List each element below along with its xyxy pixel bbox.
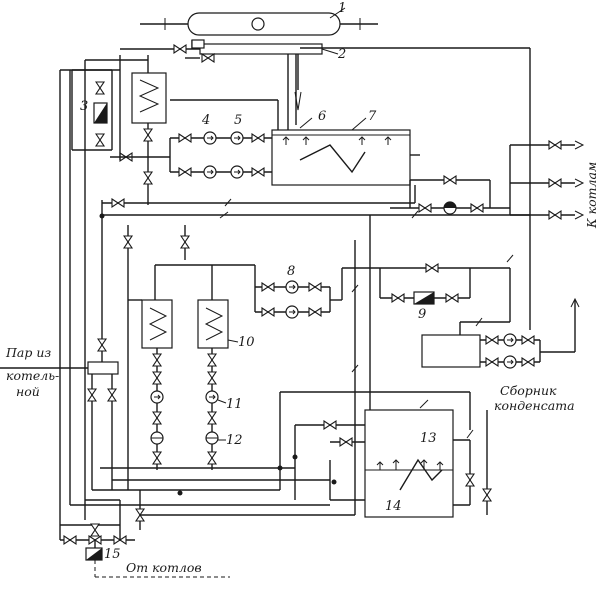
condensate-collector	[421, 268, 580, 369]
header-2	[120, 39, 339, 63]
heaters-10	[123, 225, 255, 490]
heater-7	[271, 54, 420, 186]
break-marks	[224, 198, 514, 263]
label-2: 2	[337, 47, 346, 62]
label-9: 9	[418, 307, 426, 322]
label-sbornik-2: конденсата	[494, 398, 575, 413]
label-3: 3	[80, 99, 88, 114]
label-12: 12	[226, 433, 243, 448]
label-par-1: Пар из	[5, 345, 51, 360]
label-8: 8	[287, 264, 295, 279]
element-3	[71, 69, 113, 151]
label-sbornik-1: Сборник	[500, 383, 557, 398]
steam-header	[0, 59, 365, 540]
label-14: 14	[385, 499, 402, 514]
drum-1	[140, 7, 378, 36]
label-4: 4	[201, 113, 210, 128]
outer-piping	[100, 47, 531, 330]
exchanger-top	[110, 55, 170, 205]
label-6: 6	[318, 109, 326, 124]
label-ot-kotlov: От котлов	[126, 560, 202, 575]
pumps-4-5	[169, 131, 272, 179]
feed-regulator	[390, 175, 510, 215]
label-par-3: ной	[16, 384, 40, 399]
label-1: 1	[338, 1, 346, 16]
label-5: 5	[234, 113, 242, 128]
label-k-kotlam: К котлам	[584, 162, 599, 229]
element-15	[60, 523, 230, 578]
element-9	[351, 215, 471, 500]
label-par-2: котель-	[6, 368, 59, 383]
label-10: 10	[238, 335, 255, 350]
heater-13-14	[280, 391, 492, 518]
boiler-outlets	[509, 140, 585, 220]
label-15: 15	[104, 547, 121, 562]
label-11: 11	[226, 397, 243, 412]
label-7: 7	[368, 109, 377, 124]
label-13: 13	[420, 431, 437, 446]
